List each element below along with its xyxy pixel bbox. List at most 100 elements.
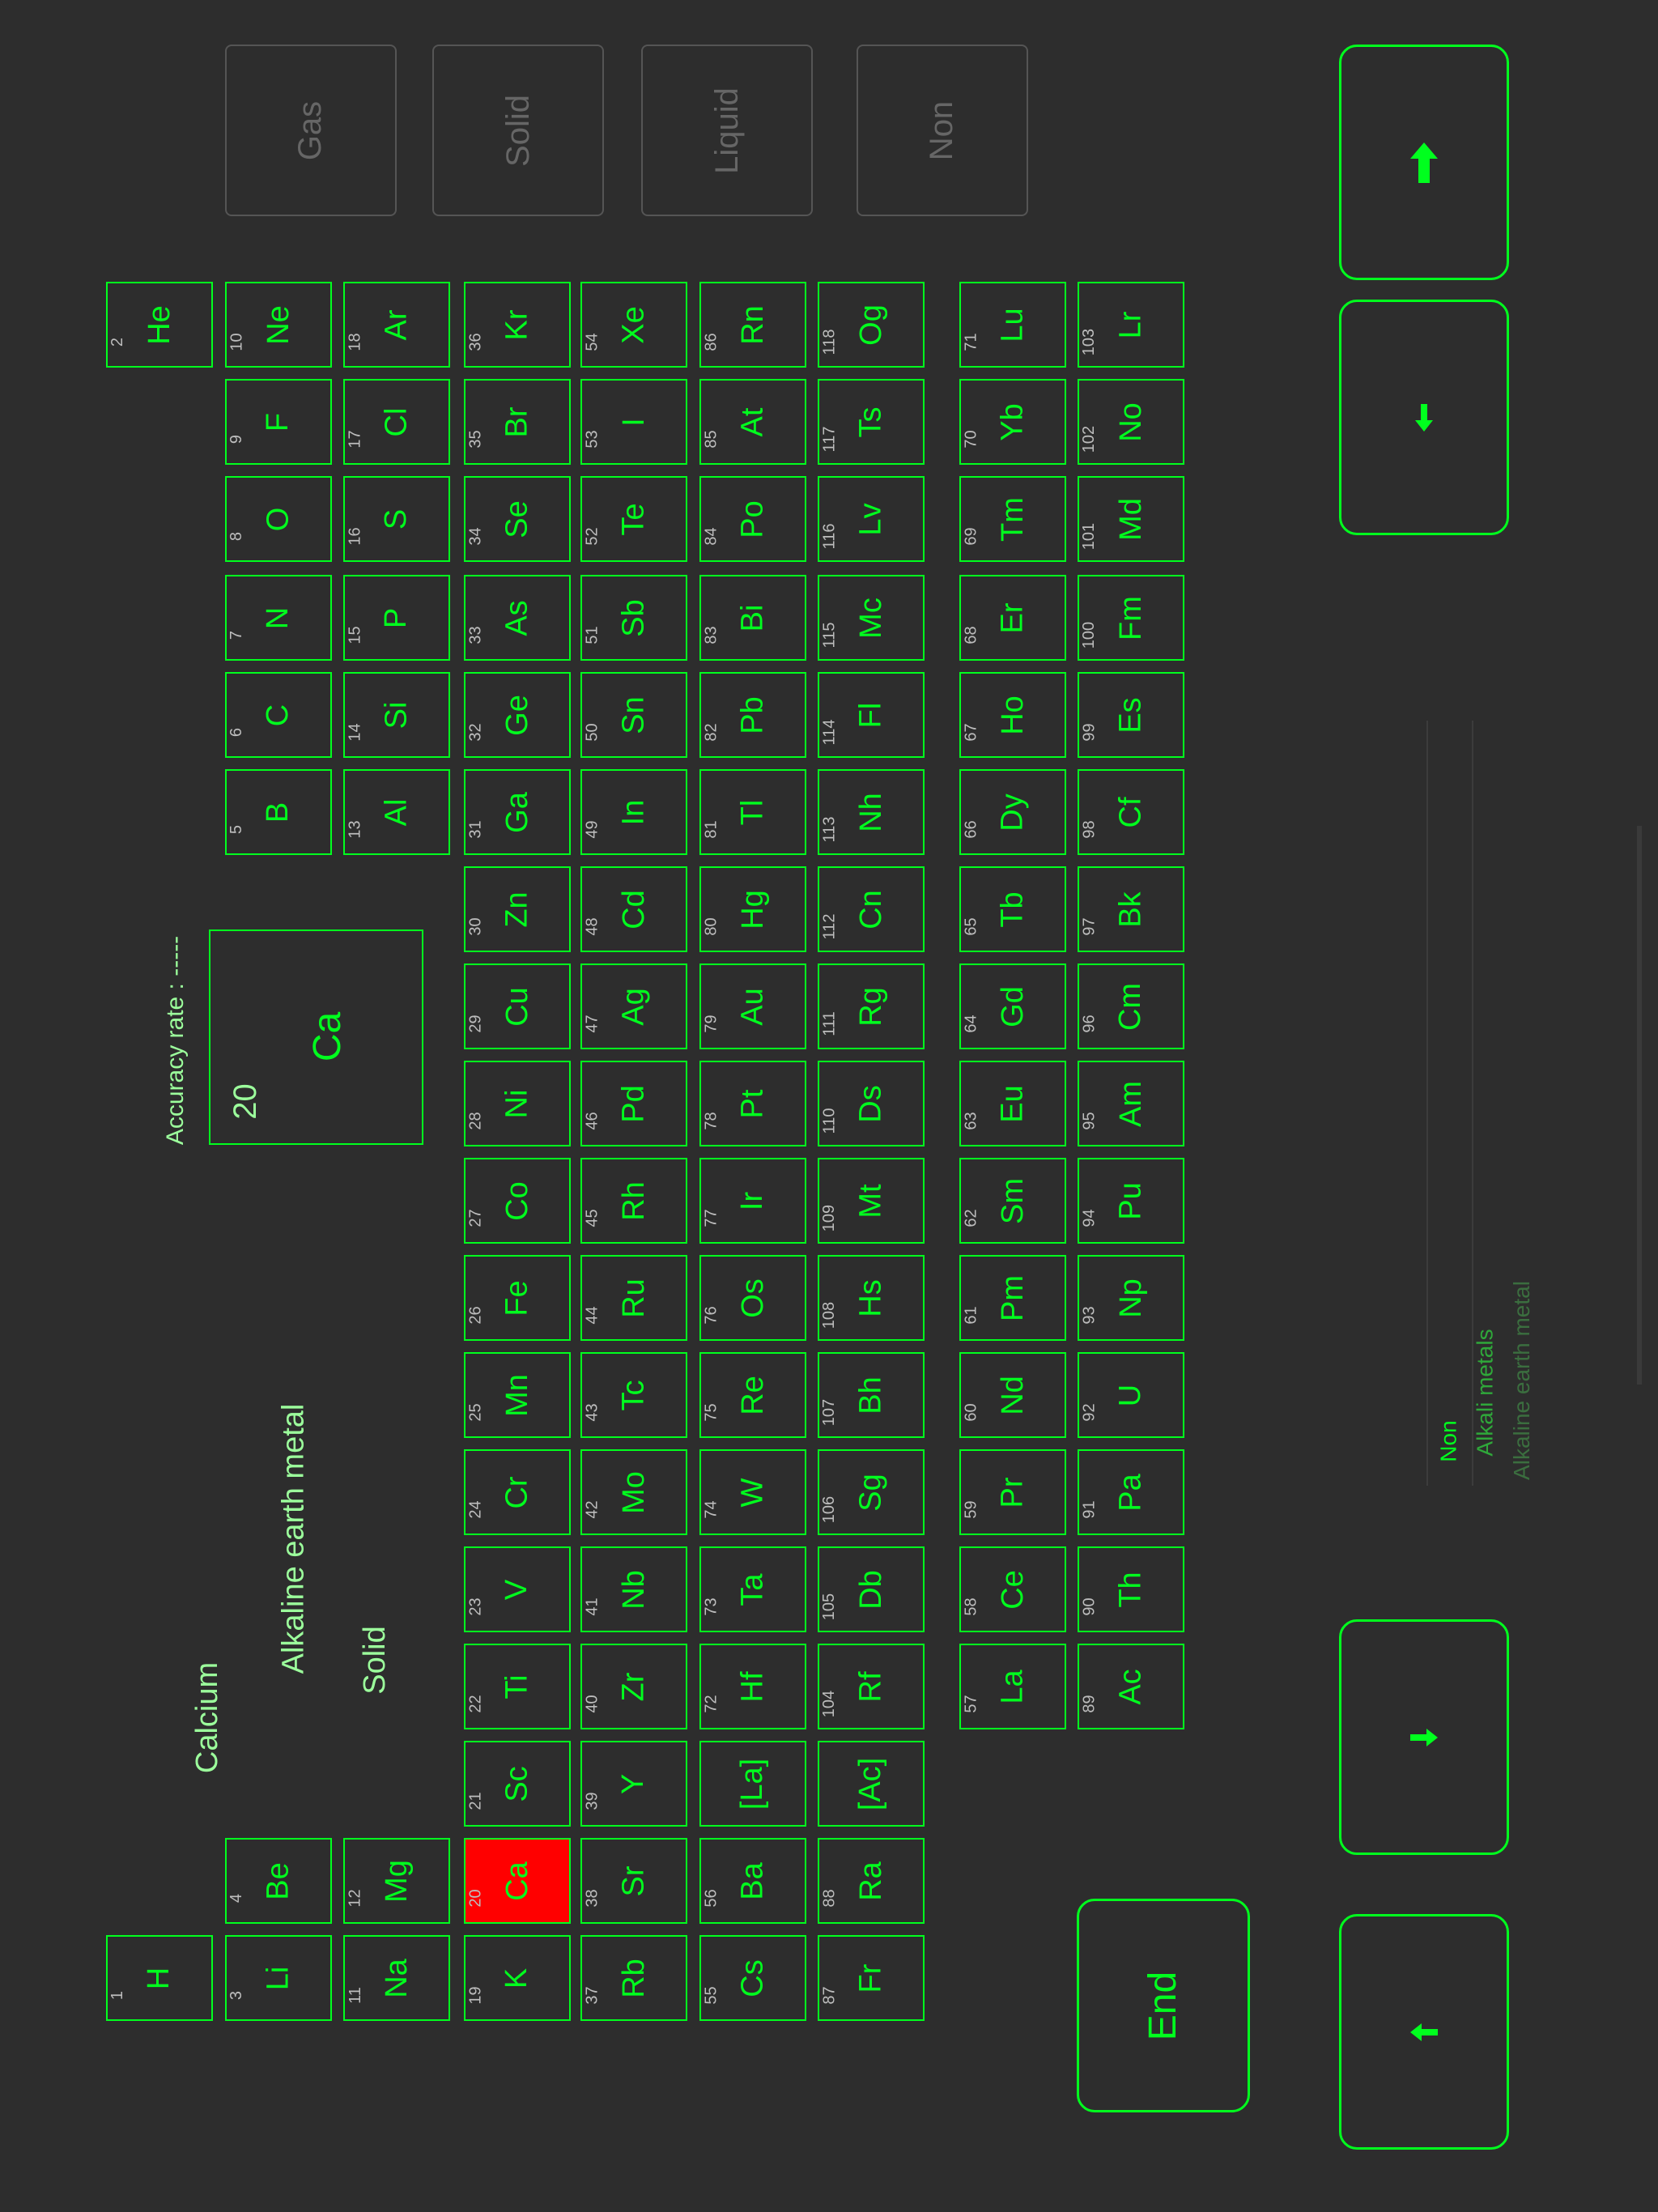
scroll-right-button[interactable]: [1339, 1619, 1509, 1855]
scroll-up-button[interactable]: [1339, 45, 1509, 280]
element-tile[interactable]: [Ac]: [818, 1741, 925, 1827]
category-picker[interactable]: Non Alkali metals Alkaline earth metal: [1425, 1174, 1554, 1498]
scroll-down-button[interactable]: [1339, 300, 1509, 535]
picker-option-alkaline-earth[interactable]: Alkaline earth metal: [1509, 1281, 1534, 1480]
filter-liquid-button[interactable]: Liquid: [641, 45, 813, 216]
filter-non-button[interactable]: Non: [857, 45, 1028, 216]
picker-scrollbar[interactable]: [1637, 826, 1642, 1385]
end-button[interactable]: End: [1077, 1899, 1250, 2112]
scroll-left-button[interactable]: [1339, 1914, 1509, 2150]
filter-solid-button[interactable]: Solid: [432, 45, 604, 216]
